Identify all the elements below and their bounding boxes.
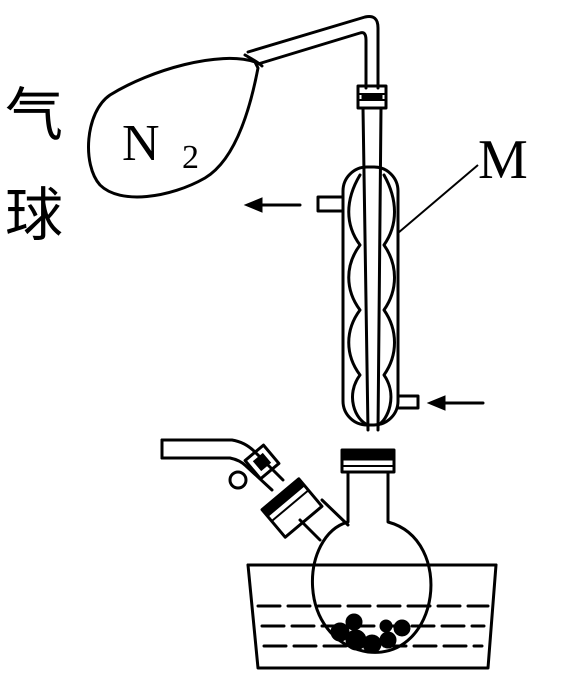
condenser-leader-line [397,164,479,234]
inner-tube [361,106,383,432]
side-arm-assembly [160,438,324,539]
gas-balloon [87,53,264,199]
flask-stopper [340,448,396,474]
condenser-label: M [478,129,528,191]
connecting-tube [246,15,380,90]
top-stopper [356,84,388,110]
water-out-arrow [243,197,302,213]
water-bath [246,563,498,670]
gas-formula-symbol: N [122,115,160,172]
solid-particles [330,613,411,654]
gas-formula-subscript: 2 [182,139,199,176]
balloon-label-top: 气 [5,81,63,149]
water-in-arrow [426,395,485,411]
bulb-condenser [316,165,420,427]
balloon-label-bottom: 球 [5,181,63,249]
